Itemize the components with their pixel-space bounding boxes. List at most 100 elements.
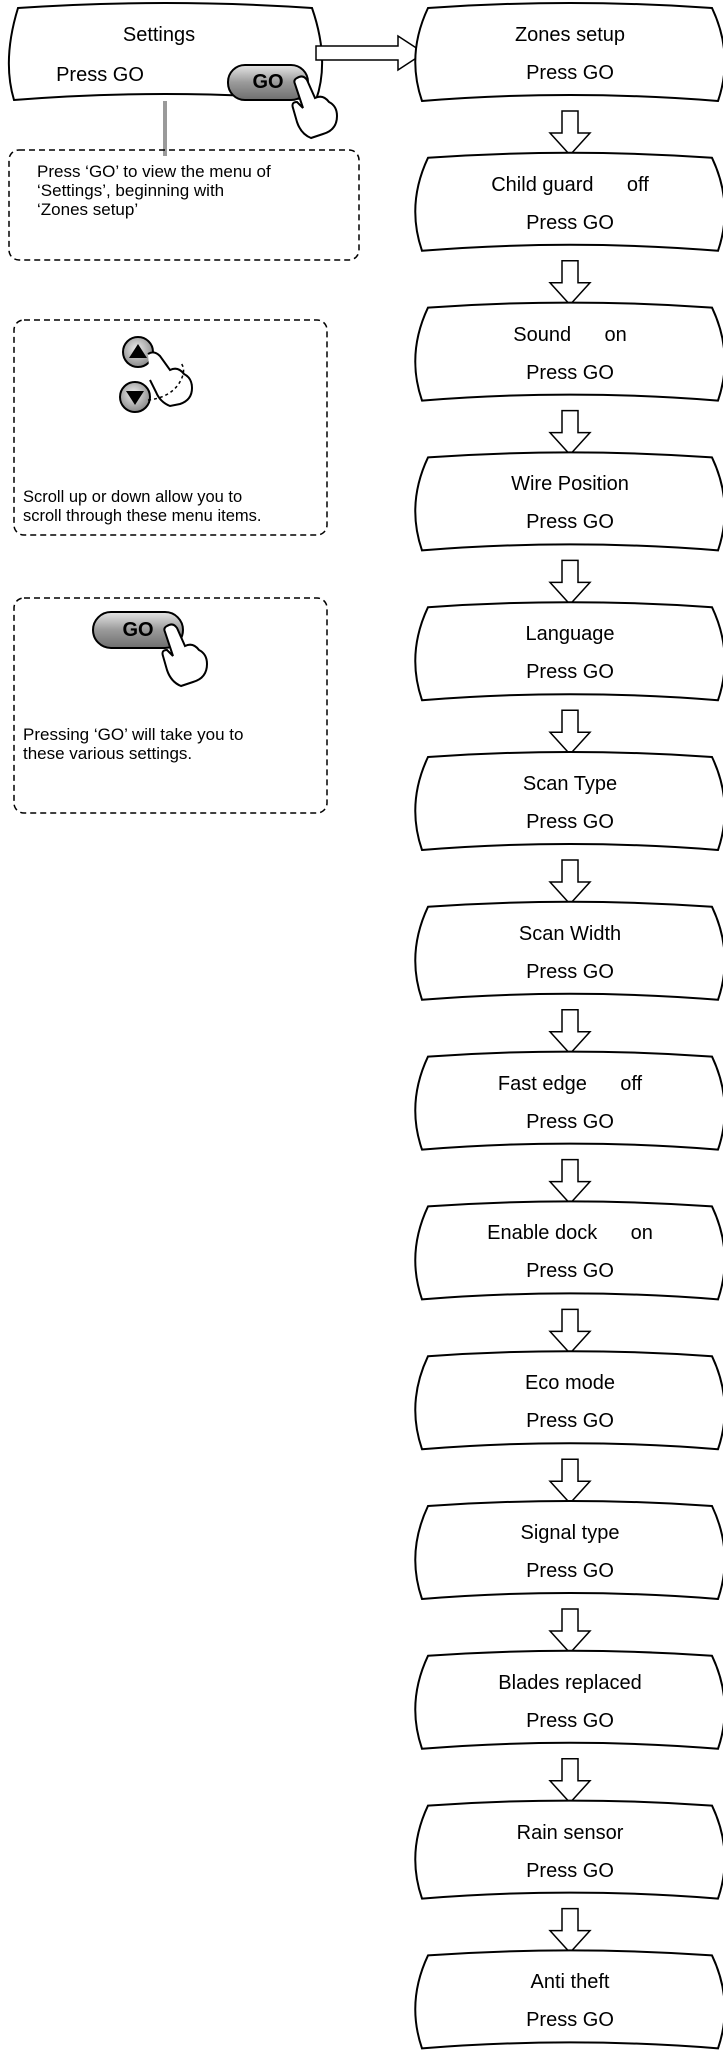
menu-item-label: Zones setup: [514, 24, 626, 46]
menu-item-value: off: [620, 1072, 643, 1095]
menu-item-press-go: Press GO: [526, 361, 614, 384]
menu-item-display: [414, 601, 723, 702]
menu-item-label: Wire Position: [511, 473, 629, 496]
note-scroll-line2: scroll through these menu items.: [23, 507, 262, 525]
menu-item-press-go: Press GO: [526, 2009, 614, 2032]
menu-item-label-line: Child guard off: [420, 174, 720, 197]
menu-item-label: Rain sensor: [516, 1821, 624, 1844]
note-pressing-go: Pressing ‘GO’ will take you to these var…: [23, 725, 323, 763]
note-box-pressing-go: [13, 597, 328, 814]
menu-item-display: [414, 751, 723, 852]
menu-item-label-line: Enable dock on: [420, 1222, 720, 1245]
menu-item-value: off: [626, 173, 649, 196]
menu-item-display: [414, 2, 723, 103]
menu-item-press-go: Press GO: [526, 1260, 614, 1283]
menu-item-label: Scan Type: [522, 773, 618, 795]
menu-item-label-line: Blades replaced: [420, 1672, 720, 1695]
menu-item-label-line: Rain sensor: [420, 1822, 720, 1845]
menu-item-label-line: Wire Position: [420, 473, 720, 496]
down-arrow-icon: [548, 1608, 592, 1655]
menu-item-label-line: Sound on: [420, 324, 720, 347]
menu-item-display: [414, 900, 723, 1001]
scroll-buttons-illustration: [119, 336, 194, 413]
settings-panel: Settings Press GO: [14, 8, 316, 100]
menu-item-label: Blades replaced: [498, 1671, 642, 1694]
menu-item-label: Enable dock: [487, 1222, 598, 1245]
scroll-hand-icon: [147, 351, 194, 408]
note-go-button-shape: [92, 611, 184, 649]
menu-item-press-go: Press GO: [526, 211, 614, 234]
menu-item-label-line: Scan Type: [420, 773, 720, 796]
up-arrow-icon: [129, 344, 147, 358]
down-arrow-icon: [548, 1308, 592, 1355]
menu-item-press-go: Press GO: [526, 1560, 614, 1582]
menu-item-press-go: Press GO: [526, 1410, 614, 1433]
menu-item-label: Anti theft: [530, 1971, 610, 1994]
menu-item-label-line: Fast edge off: [420, 1073, 720, 1096]
note-scroll: Scroll up or down allow you to scroll th…: [23, 488, 328, 526]
menu-item-label-line: Signal type: [420, 1522, 720, 1545]
menu-item-label-line: Anti theft: [420, 1971, 720, 1994]
note-go-view-line1: Press ‘GO’ to view the menu of: [37, 162, 271, 181]
note-pressing-go-line1: Pressing ‘GO’ will take you to: [23, 725, 244, 744]
down-arrow-icon: [548, 110, 592, 157]
menu-item-display: [414, 1649, 723, 1750]
note-scroll-line1: Scroll up or down allow you to: [23, 488, 243, 506]
menu-item-label-line: Scan Width: [420, 923, 720, 946]
note-go-view-line2: ‘Settings’, beginning with: [37, 181, 225, 200]
down-arrow-icon: [548, 1009, 592, 1055]
menu-item-value: on: [630, 1222, 653, 1245]
menu-item-display: [414, 1500, 723, 1601]
menu-item-display: [414, 451, 723, 552]
menu-item-press-go: Press GO: [526, 1859, 614, 1882]
menu-item-label-line: Eco mode: [420, 1372, 720, 1395]
menu-item-label: Child guard: [491, 173, 594, 196]
settings-title: Settings: [122, 24, 196, 46]
down-arrow-icon: [548, 1158, 592, 1205]
menu-item-label: Fast edge: [497, 1072, 587, 1095]
menu-item-label-line: Language: [420, 623, 720, 646]
down-arrow-icon: [548, 1758, 592, 1804]
settings-go-label: GO: [252, 71, 284, 93]
menu-item-label: Signal type: [520, 1522, 620, 1544]
menu-item-press-go: Press GO: [526, 1709, 614, 1732]
menu-item-display: [414, 1799, 723, 1900]
hand-pointer-icon: [291, 75, 339, 140]
down-arrow-icon: [548, 559, 592, 606]
menu-item-press-go: Press GO: [526, 811, 614, 833]
menu-item-press-go: Press GO: [526, 960, 614, 983]
settings-press-go: Press GO: [56, 64, 144, 86]
settings-go-button[interactable]: GO: [228, 65, 308, 100]
down-arrow-icon: [548, 1907, 592, 1954]
menu-item-display: [414, 1050, 723, 1151]
menu-item-display: [414, 1949, 723, 2050]
menu-item-label: Sound: [513, 323, 572, 346]
note-go-view: Press ‘GO’ to view the menu of ‘Settings…: [37, 162, 357, 219]
menu-item-value: on: [604, 323, 627, 346]
menu-item-display: [414, 301, 723, 402]
menu-item-label: Eco mode: [524, 1372, 616, 1395]
down-arrow-icon: [548, 260, 592, 306]
down-arrow-icon: [548, 409, 592, 456]
menu-item-display: [414, 151, 723, 252]
menu-item-display: [414, 1200, 723, 1301]
menu-item-display: [414, 1350, 723, 1451]
menu-item-press-go: Press GO: [526, 661, 614, 684]
note-go-button[interactable]: GO: [93, 612, 183, 648]
menu-item-label: Language: [525, 623, 615, 646]
